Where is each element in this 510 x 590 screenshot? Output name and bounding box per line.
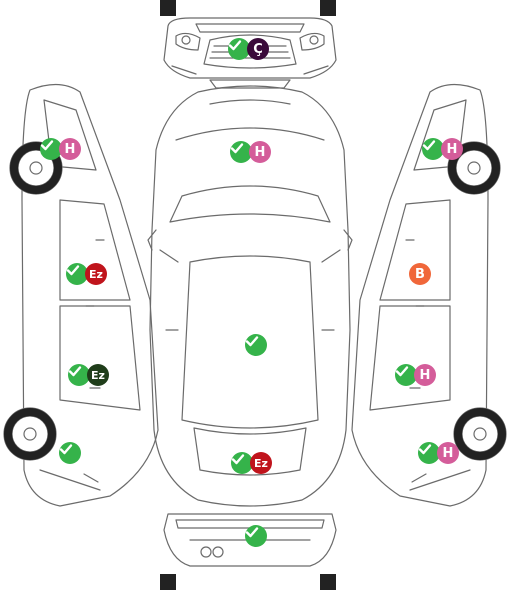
ok-check-icon[interactable] [40,138,62,160]
marker-rear-bumper [245,525,267,547]
status-badge[interactable]: H [414,364,436,386]
status-badge[interactable]: Ez [85,263,107,285]
ok-check-icon[interactable] [418,442,440,464]
marker-trunk: Ez [231,452,272,474]
status-badge[interactable]: B [409,263,431,285]
ok-check-icon[interactable] [231,452,253,474]
status-badge[interactable]: H [441,138,463,160]
ok-check-icon[interactable] [422,138,444,160]
ok-check-icon[interactable] [245,525,267,547]
top-view-outline [147,85,353,507]
marker-right-rear-door: H [395,364,436,386]
marker-left-front-fender: H [40,138,81,160]
marker-right-front-fender: H [422,138,463,160]
marker-left-rear-fender [59,442,81,464]
ok-check-icon[interactable] [66,263,88,285]
marker-right-front-door: B [409,263,431,285]
marker-roof [245,334,267,356]
ok-check-icon[interactable] [395,364,417,386]
marker-front-bumper: Ç [228,38,269,60]
ok-check-icon[interactable] [245,334,267,356]
marker-left-front-door: Ez [66,263,107,285]
marker-right-rear-fender: H [418,442,459,464]
status-badge[interactable]: H [437,442,459,464]
marker-left-rear-door: Ez [68,364,109,386]
status-badge[interactable]: H [249,141,271,163]
status-badge[interactable]: Ez [87,364,109,386]
ok-check-icon[interactable] [59,442,81,464]
status-badge[interactable]: Ez [250,452,272,474]
ok-check-icon[interactable] [68,364,90,386]
status-badge[interactable]: Ç [247,38,269,60]
marker-hood: H [230,141,271,163]
ok-check-icon[interactable] [230,141,252,163]
ok-check-icon[interactable] [228,38,250,60]
status-badge[interactable]: H [59,138,81,160]
